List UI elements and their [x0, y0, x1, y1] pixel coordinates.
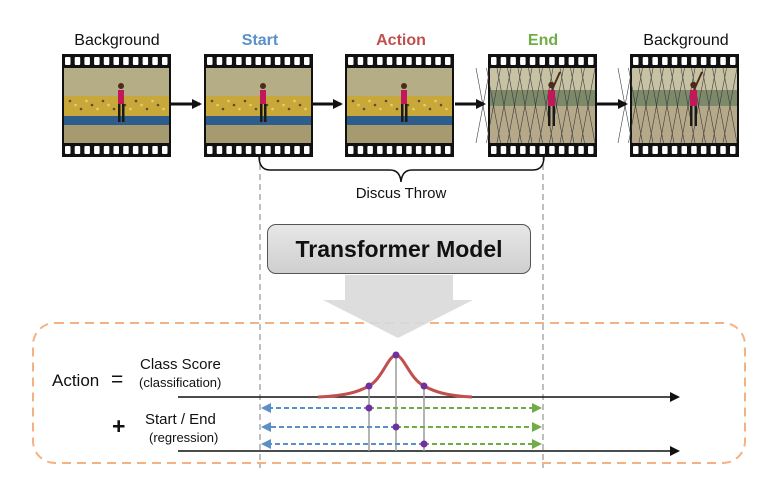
video-frame-1 [62, 54, 171, 157]
reg-point-3 [420, 440, 428, 448]
output-region [32, 322, 746, 464]
video-frame-3 [345, 54, 454, 157]
video-frame-4 [475, 54, 597, 157]
transformer-model-box: Transformer Model [267, 224, 531, 274]
down-arrow [323, 275, 473, 338]
reg-point-1 [365, 404, 373, 412]
class-score-label: Class Score [140, 356, 221, 373]
model-label: Transformer Model [295, 235, 503, 262]
class-score-curve [317, 353, 473, 399]
action-label: Action [52, 371, 100, 390]
film-strip [62, 54, 739, 157]
video-frame-5 [617, 54, 739, 157]
curve-point-right [420, 382, 428, 390]
frame-label-background-1: Background [74, 32, 160, 49]
curve-point-left [365, 382, 373, 390]
frame-label-background-2: Background [643, 32, 729, 49]
equals-sign: = [111, 368, 124, 391]
frame-label-action: Action [376, 32, 426, 49]
frame-label-end: End [527, 32, 559, 49]
start-end-label: Start / End [145, 411, 216, 428]
segment-label: Discus Throw [355, 185, 447, 202]
plus-sign: + [112, 413, 126, 439]
regression-arrows [261, 403, 542, 449]
classification-label: (classification) [139, 375, 222, 390]
reg-point-2 [392, 423, 400, 431]
curve-point-peak [392, 351, 400, 359]
frame-label-start: Start [241, 32, 279, 49]
regression-label: (regression) [149, 430, 219, 445]
video-frame-2 [204, 54, 313, 157]
segment-bracket [258, 155, 545, 183]
